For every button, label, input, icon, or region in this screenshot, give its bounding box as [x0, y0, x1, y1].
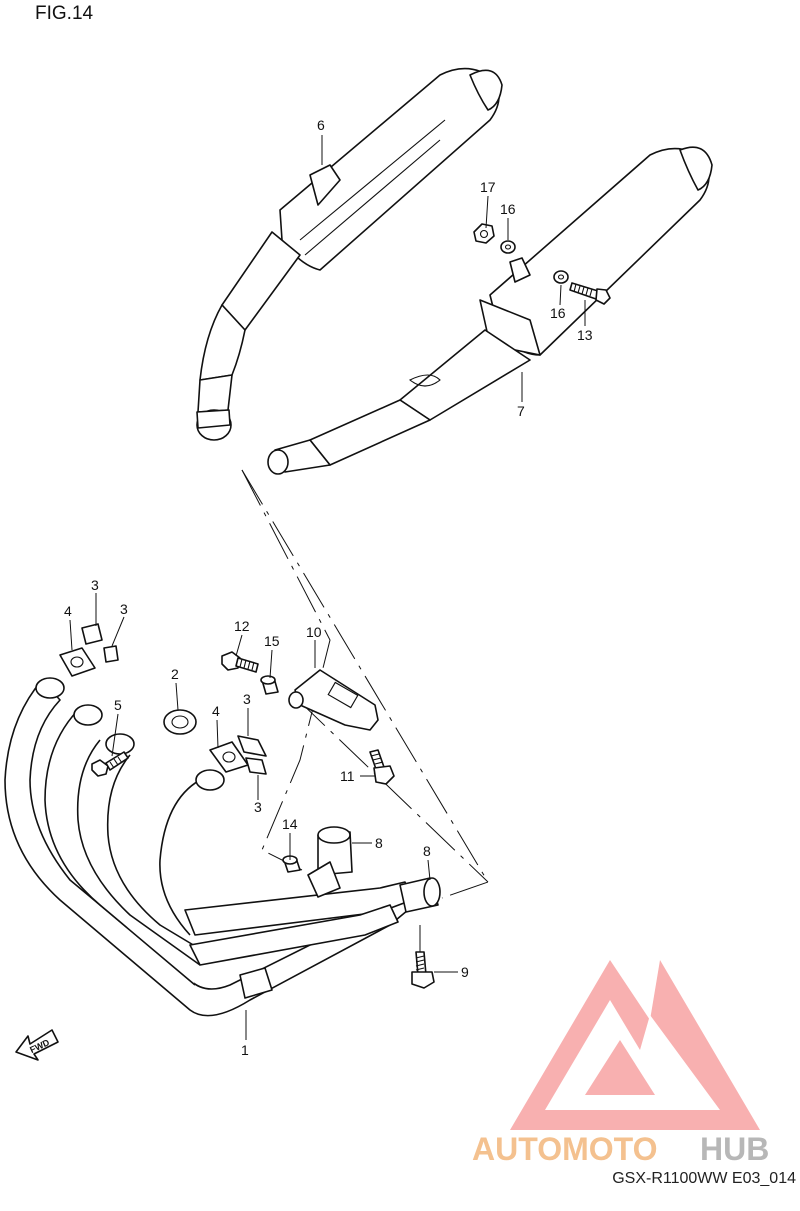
clip-part-3-lower-b[interactable] [245, 757, 267, 775]
muffler-left-part-6[interactable] [196, 67, 503, 441]
nut-part-17[interactable] [473, 223, 495, 244]
spacer-part-15[interactable] [260, 675, 279, 695]
fwd-direction-arrow-icon: FWD [15, 1029, 59, 1061]
callout-16-upper: 16 [500, 201, 516, 217]
callout-11: 11 [340, 768, 355, 784]
callout-15: 15 [264, 633, 280, 649]
spacer-part-14[interactable] [282, 855, 301, 873]
callout-6: 6 [317, 117, 325, 133]
callout-4-b: 4 [212, 703, 220, 719]
callout-1: 1 [241, 1042, 249, 1058]
watermark-text-automoto: AUTOMOTO [472, 1131, 657, 1167]
callout-4-a: 4 [64, 603, 72, 619]
callout-8-upper: 8 [375, 835, 383, 851]
clip-part-3-upper-a[interactable] [81, 623, 103, 645]
bolt-part-11[interactable] [369, 749, 395, 785]
figure-title: FIG.14 [35, 3, 94, 24]
washer-part-16-upper[interactable] [500, 240, 516, 254]
bolt-part-12[interactable] [221, 651, 259, 673]
model-code-label: GSX-R1100WW E03_014 [612, 1170, 796, 1187]
leader-lines [69, 135, 586, 1040]
flange-part-4-left[interactable] [59, 647, 96, 677]
callout-2: 2 [171, 666, 179, 682]
bolt-part-13[interactable] [569, 282, 611, 305]
callout-5: 5 [114, 697, 122, 713]
clip-part-3-lower-a[interactable] [237, 735, 267, 757]
callout-16-lower: 16 [550, 305, 566, 321]
bracket-part-10[interactable] [288, 669, 379, 731]
muffler-right-part-7[interactable] [267, 146, 713, 475]
callout-10: 10 [306, 624, 322, 640]
callout-3-c: 3 [243, 691, 251, 707]
exhaust-connector-part-8-lower[interactable] [399, 877, 441, 913]
callout-3-a: 3 [91, 577, 99, 593]
washer-part-16-lower[interactable] [553, 270, 569, 284]
gasket-part-2[interactable] [163, 709, 197, 735]
callout-12: 12 [234, 618, 250, 634]
exhaust-connector-part-8-upper[interactable] [307, 826, 353, 898]
callout-13: 13 [577, 327, 593, 343]
callout-3-d: 3 [254, 799, 262, 815]
watermark-text-hub: HUB [700, 1131, 769, 1167]
callout-17: 17 [480, 179, 496, 195]
callout-9: 9 [461, 964, 469, 980]
watermark-logo [510, 960, 760, 1130]
callout-14: 14 [282, 816, 298, 832]
clip-part-3-upper-b[interactable] [103, 645, 119, 663]
callout-7: 7 [517, 403, 525, 419]
bolt-part-9[interactable] [411, 951, 435, 989]
bolt-part-5[interactable] [91, 751, 129, 777]
callout-3-b: 3 [120, 601, 128, 617]
callout-8-lower: 8 [423, 843, 431, 859]
exhaust-pipe-assembly-part-1[interactable] [4, 677, 421, 1017]
